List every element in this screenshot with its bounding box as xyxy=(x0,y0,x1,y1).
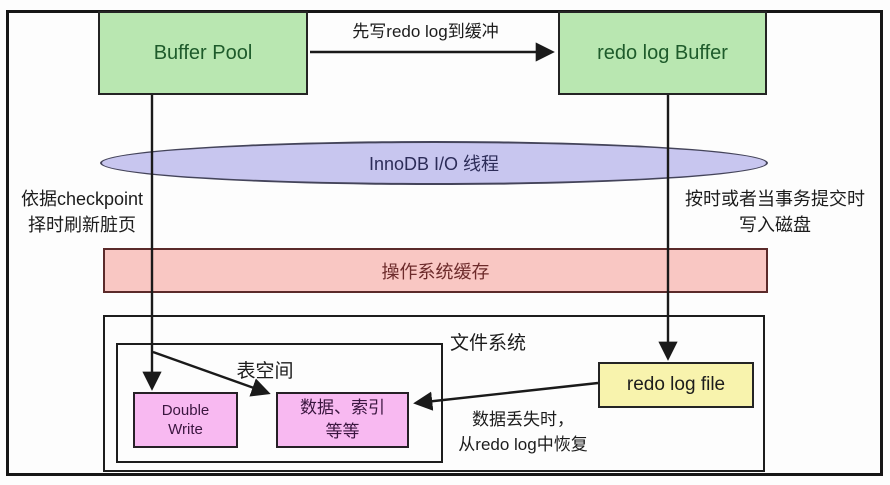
label-flush-on-time-or-commit: 按时或者当事务提交时 写入磁盘 xyxy=(685,189,865,235)
node-os-cache: 操作系统缓存 xyxy=(103,248,768,293)
label-tablespace: 表空间 xyxy=(236,361,294,382)
node-innodb-io-thread: InnoDB I/O 线程 xyxy=(100,141,768,185)
label-write-redo-to-buffer: 先写redo log到缓冲 xyxy=(352,22,499,41)
label-checkpoint-flush: 依据checkpoint 择时刷新脏页 xyxy=(20,189,144,235)
label-file-system: 文件系统 xyxy=(450,333,527,354)
node-buffer-pool: Buffer Pool xyxy=(98,11,308,95)
node-redo-log-file: redo log file xyxy=(598,362,754,408)
node-redo-log-buffer: redo log Buffer xyxy=(558,11,767,95)
label-recover-from-redo-log: 数据丢失时， 从redo log中恢复 xyxy=(458,410,588,454)
node-double-write: Double Write xyxy=(133,392,238,448)
node-data-index: 数据、索引 等等 xyxy=(276,392,409,448)
